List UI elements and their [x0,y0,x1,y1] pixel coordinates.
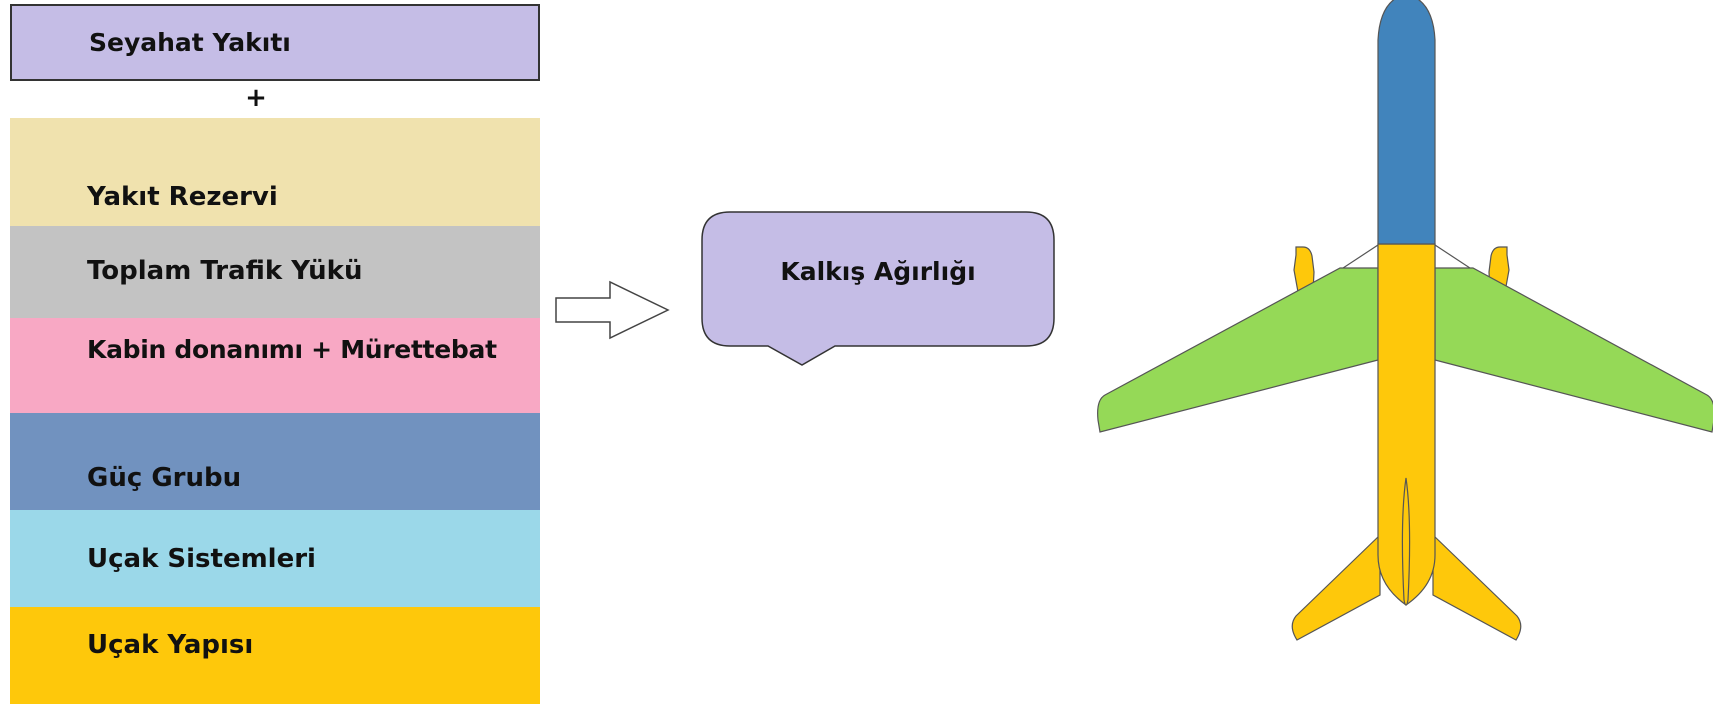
power-group-label: Güç Grubu [87,463,242,493]
aircraft-systems-box: Uçak Sistemleri [10,510,540,607]
total-traffic-load-label: Toplam Trafik Yükü [87,256,363,286]
aircraft-structure-box: Uçak Yapısı [10,607,540,704]
plus-sign: + [245,83,267,113]
total-traffic-load-box: Toplam Trafik Yükü [10,226,540,318]
cabin-crew-box: Kabin donanımı + Mürettebat [10,318,540,413]
travel-fuel-label: Seyahat Yakıtı [89,28,291,57]
right-arrow-icon [555,280,670,340]
power-group-box: Güç Grubu [10,413,540,510]
airplane-icon [1097,0,1713,641]
aircraft-systems-label: Uçak Sistemleri [87,543,316,574]
fuel-reserve-box: Yakıt Rezervi [10,118,540,226]
aircraft-structure-label: Uçak Yapısı [87,630,254,660]
takeoff-weight-callout [701,211,1055,366]
cabin-crew-label: Kabin donanımı + Mürettebat [87,335,497,364]
fuel-reserve-label: Yakıt Rezervi [87,182,278,212]
takeoff-weight-label: Kalkış Ağırlığı [780,256,976,286]
travel-fuel-box: Seyahat Yakıtı [10,4,540,81]
